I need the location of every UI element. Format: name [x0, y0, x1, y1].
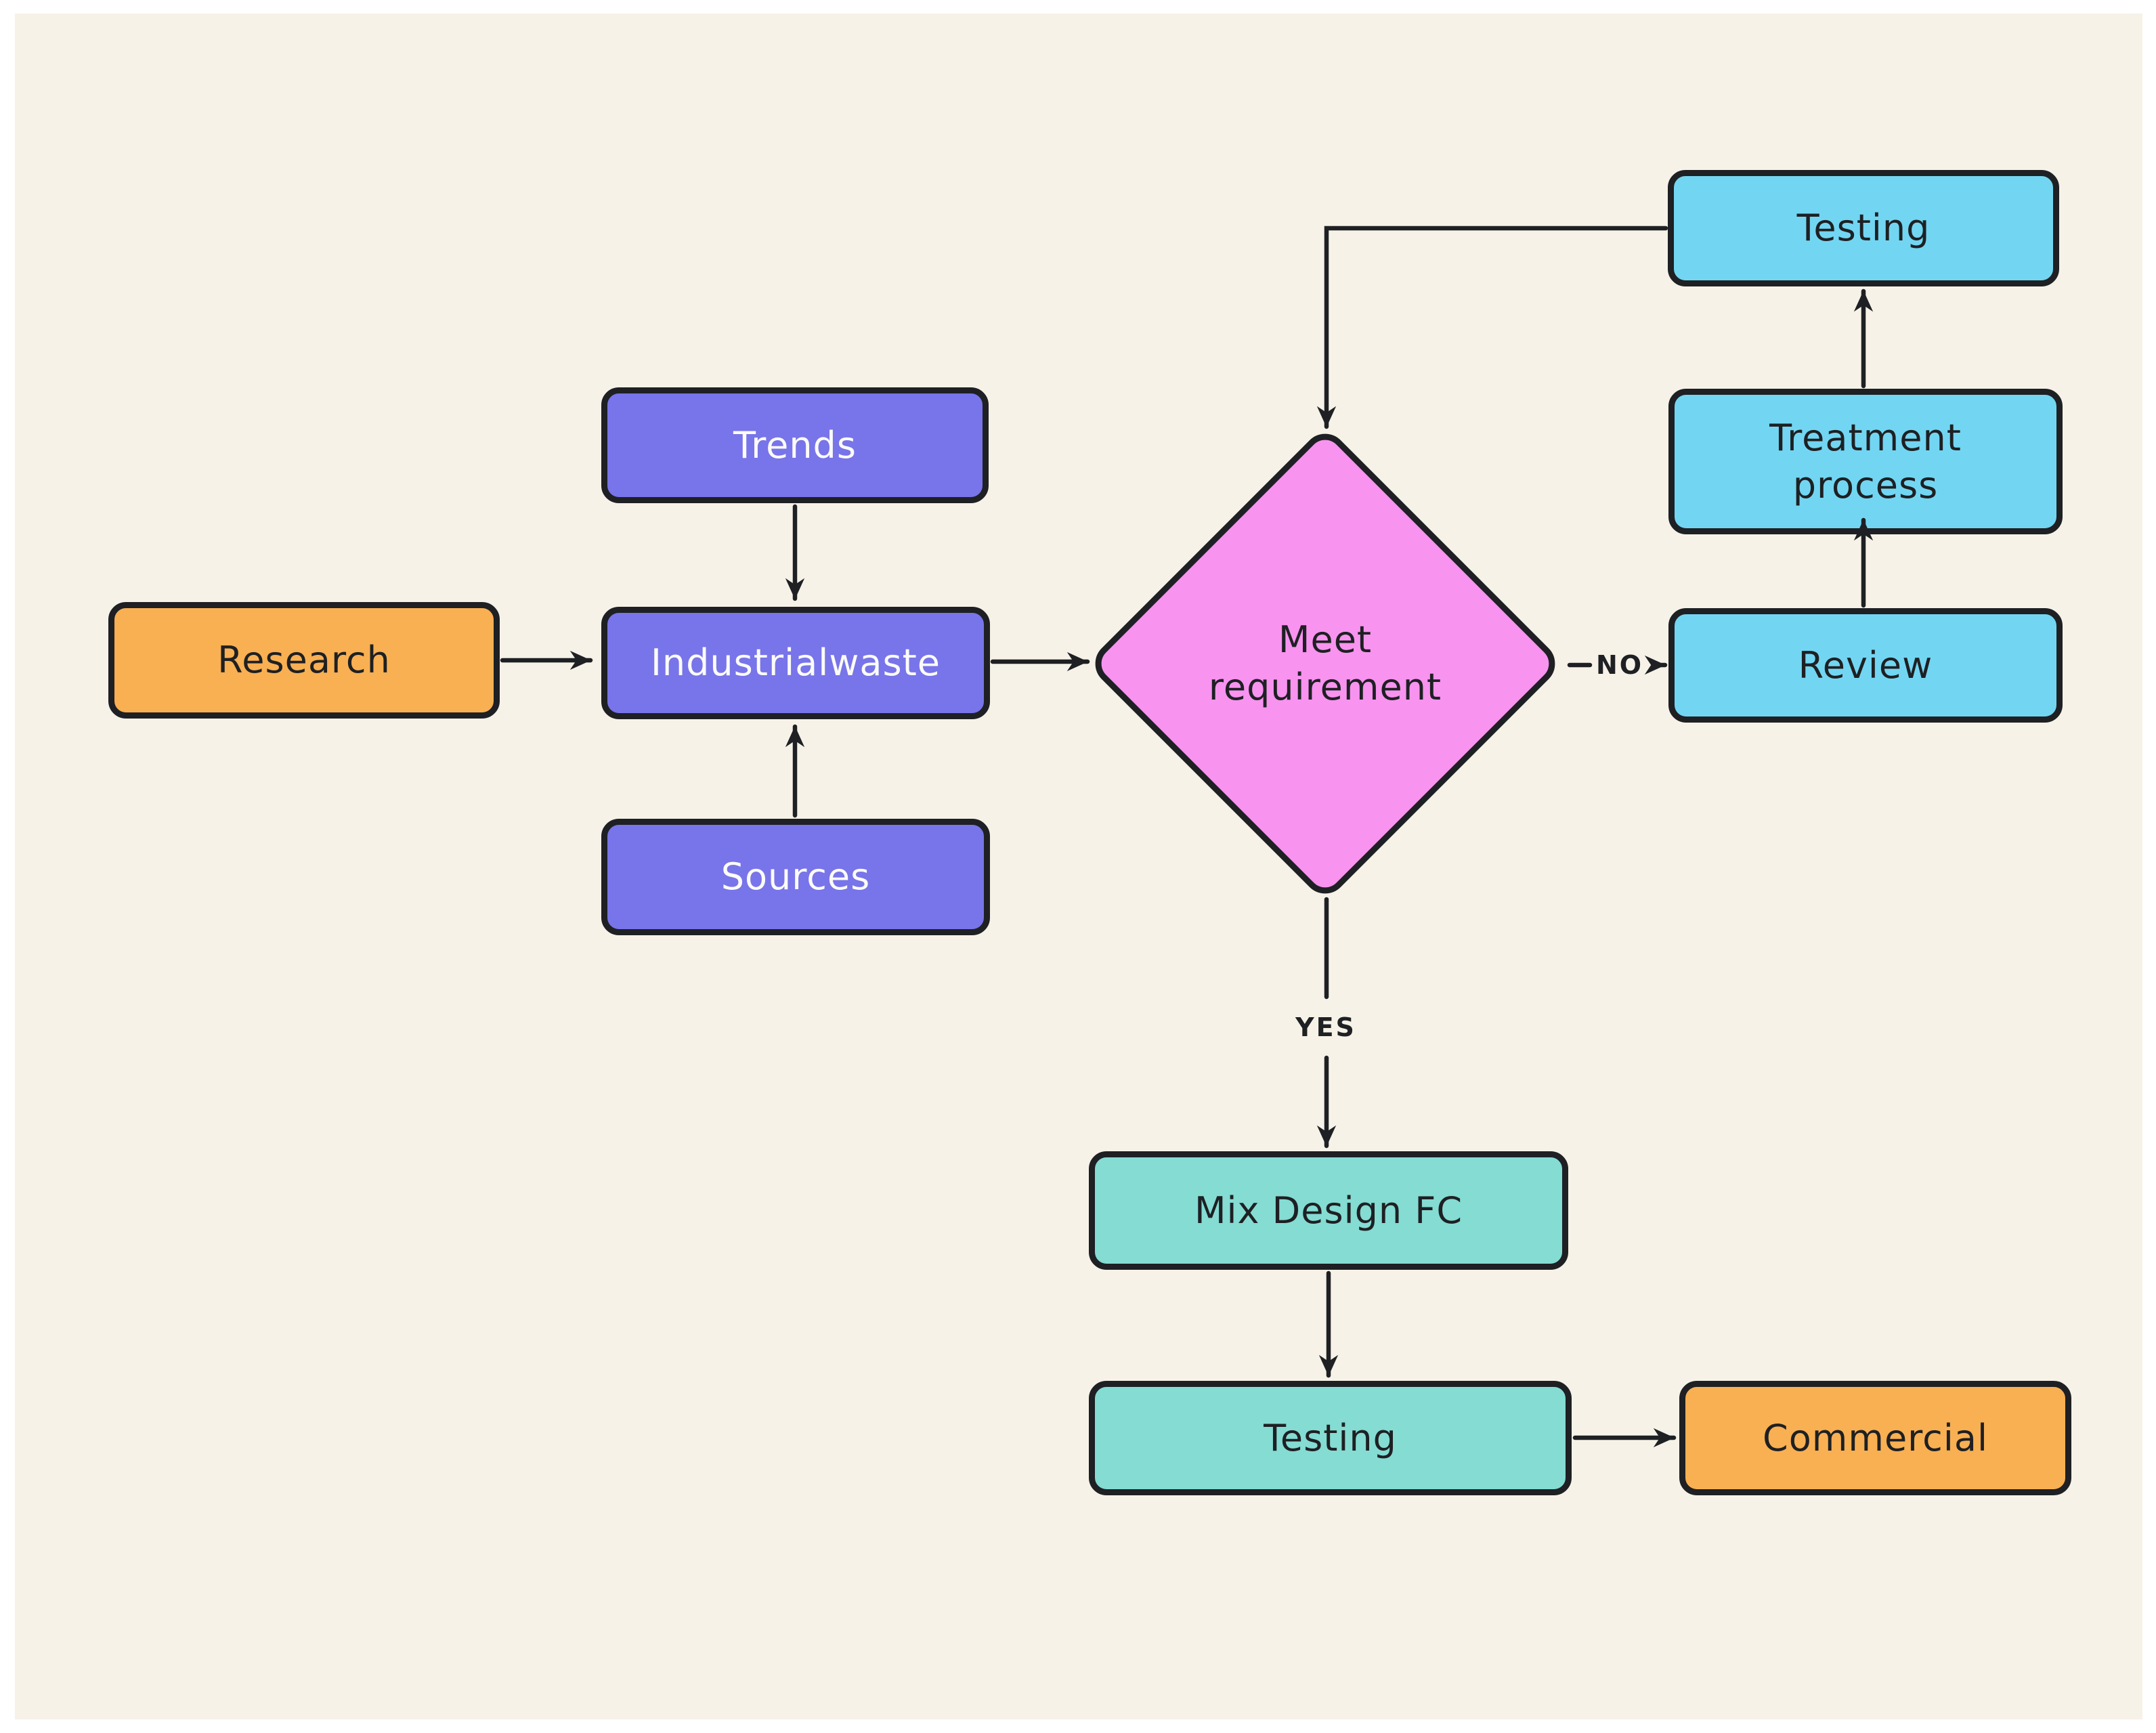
node-industrialwaste: Industrialwaste: [601, 607, 990, 719]
node-research: Research: [108, 602, 500, 719]
node-sources: Sources: [601, 819, 990, 935]
node-commercial: Commercial: [1679, 1381, 2071, 1495]
edge-label-no: NO: [1595, 650, 1644, 680]
node-treatment-process: Treatment process: [1668, 389, 2063, 534]
decision-diamond-shape: [1095, 433, 1555, 894]
node-review: Review: [1668, 608, 2063, 723]
node-trends: Trends: [601, 387, 989, 503]
node-meet-requirement-label: Meet requirement: [1208, 618, 1442, 708]
node-testing-top: Testing: [1668, 170, 2059, 286]
edge-label-yes: YES: [1295, 1012, 1356, 1042]
node-testing-bottom: Testing: [1089, 1381, 1572, 1495]
node-mix-design-fc: Mix Design FC: [1089, 1151, 1568, 1270]
